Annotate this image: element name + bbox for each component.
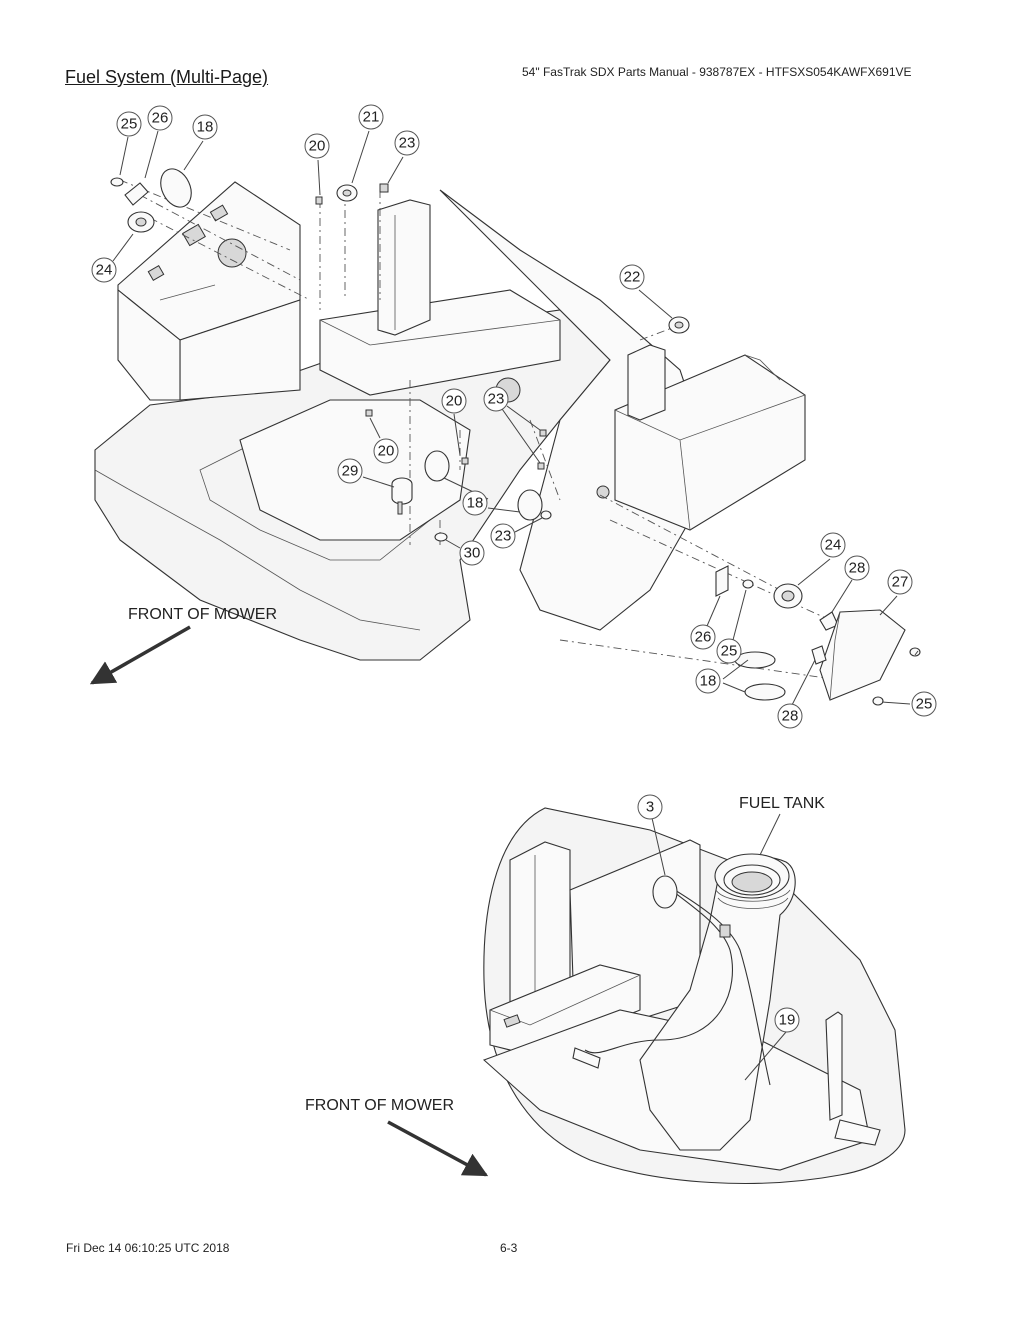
svg-text:30: 30 bbox=[464, 545, 481, 562]
front-direction-arrow-top bbox=[89, 625, 191, 685]
callout-24: 24 bbox=[820, 532, 846, 558]
callouts-bottom: 3 19 bbox=[637, 794, 800, 1033]
callout-23: 23 bbox=[483, 386, 509, 412]
fuel-tank-leader bbox=[759, 813, 781, 856]
svg-text:24: 24 bbox=[96, 262, 113, 279]
svg-text:24: 24 bbox=[825, 537, 842, 554]
svg-text:27: 27 bbox=[892, 574, 909, 591]
callout-18: 18 bbox=[462, 490, 488, 516]
callout-21: 21 bbox=[358, 104, 384, 130]
svg-text:28: 28 bbox=[782, 708, 799, 725]
callout-24: 24 bbox=[91, 257, 117, 283]
callout-19-leader bbox=[744, 1031, 787, 1081]
footer-page-number: 6-3 bbox=[500, 1241, 518, 1255]
svg-text:25: 25 bbox=[721, 643, 738, 660]
svg-text:23: 23 bbox=[488, 391, 505, 408]
callout-29: 29 bbox=[337, 458, 363, 484]
svg-text:25: 25 bbox=[916, 696, 933, 713]
frame-assembly bbox=[94, 181, 806, 661]
front-direction-arrow-bottom bbox=[387, 1120, 489, 1177]
callout-20: 20 bbox=[373, 438, 399, 464]
callouts-top: 25 26 18 20 21 23 24 22 20 23 20 29 18 3… bbox=[91, 104, 937, 729]
callout-20: 20 bbox=[304, 133, 330, 159]
svg-text:28: 28 bbox=[849, 560, 866, 577]
callout-23: 23 bbox=[394, 130, 420, 156]
svg-text:20: 20 bbox=[446, 393, 463, 410]
callout-18: 18 bbox=[695, 668, 721, 694]
callout-30: 30 bbox=[459, 540, 485, 566]
page-title: Fuel System (Multi-Page) bbox=[65, 67, 269, 87]
svg-text:18: 18 bbox=[700, 673, 717, 690]
callout-22: 22 bbox=[619, 264, 645, 290]
manual-reference: 54" FasTrak SDX Parts Manual - 938787EX … bbox=[522, 65, 912, 79]
callout-25: 25 bbox=[116, 111, 142, 137]
callout-27: 27 bbox=[887, 569, 913, 595]
fuel-tank-label: FUEL TANK bbox=[739, 795, 825, 812]
callout-26: 26 bbox=[690, 624, 716, 650]
svg-text:19: 19 bbox=[779, 1012, 796, 1029]
front-of-mower-label-bottom: FRONT OF MOWER bbox=[305, 1097, 454, 1114]
callout-3-leader bbox=[651, 817, 666, 876]
svg-text:22: 22 bbox=[624, 269, 641, 286]
svg-text:26: 26 bbox=[152, 110, 169, 127]
svg-text:25: 25 bbox=[121, 116, 138, 133]
callout-18: 18 bbox=[192, 114, 218, 140]
svg-text:26: 26 bbox=[695, 629, 712, 646]
fuel-tank-detail bbox=[482, 807, 906, 1184]
callout-26: 26 bbox=[147, 105, 173, 131]
svg-text:20: 20 bbox=[378, 443, 395, 460]
svg-text:21: 21 bbox=[363, 109, 380, 126]
callout-3: 3 bbox=[637, 794, 663, 820]
callout-19: 19 bbox=[774, 1007, 800, 1033]
svg-text:18: 18 bbox=[467, 495, 484, 512]
svg-text:29: 29 bbox=[342, 463, 359, 480]
callout-28: 28 bbox=[844, 555, 870, 581]
callout-28: 28 bbox=[777, 703, 803, 729]
svg-text:23: 23 bbox=[399, 135, 416, 152]
front-of-mower-label-top: FRONT OF MOWER bbox=[128, 606, 277, 623]
svg-text:23: 23 bbox=[495, 528, 512, 545]
callout-20: 20 bbox=[441, 388, 467, 414]
svg-text:20: 20 bbox=[309, 138, 326, 155]
svg-text:18: 18 bbox=[197, 119, 214, 136]
footer-timestamp: Fri Dec 14 06:10:25 UTC 2018 bbox=[66, 1241, 230, 1255]
callout-23: 23 bbox=[490, 523, 516, 549]
callout-25: 25 bbox=[911, 691, 937, 717]
svg-text:3: 3 bbox=[646, 799, 654, 816]
callout-25: 25 bbox=[716, 638, 742, 664]
